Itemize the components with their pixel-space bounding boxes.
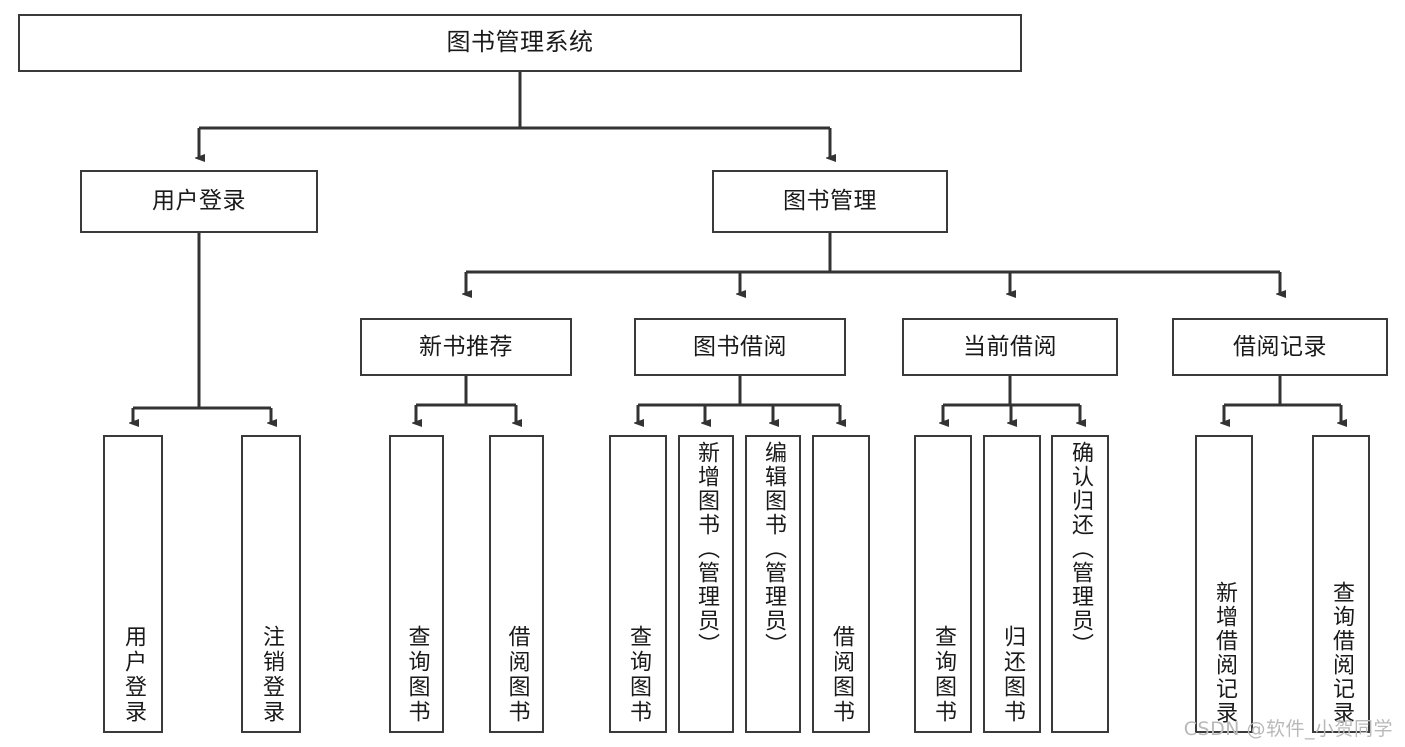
node-label: 确认归还（管理员） — [1068, 441, 1093, 657]
leaf-borrow-query-book[interactable]: 查询图书 — [609, 435, 667, 733]
node-label: 新增图书（管理员） — [694, 441, 719, 657]
node-label: 编辑图书（管理员） — [761, 441, 786, 657]
node-borrow-record[interactable]: 借阅记录 — [1172, 318, 1388, 376]
node-label: 查询借阅记录 — [1329, 581, 1354, 725]
node-label: 借阅图书 — [504, 625, 530, 725]
node-label: 当前借阅 — [963, 333, 1057, 360]
node-label: 用户登录 — [152, 188, 246, 215]
csdn-watermark: CSDN @软件_小贺同学 — [1183, 718, 1393, 740]
leaf-recommend-borrow-book[interactable]: 借阅图书 — [489, 435, 544, 733]
node-new-book-recommend[interactable]: 新书推荐 — [360, 318, 572, 376]
node-user-login[interactable]: 用户登录 — [80, 170, 318, 233]
leaf-borrow-borrow-book[interactable]: 借阅图书 — [812, 435, 870, 733]
leaf-current-confirm-return-admin[interactable]: 确认归还（管理员） — [1051, 435, 1109, 733]
node-label: 新增借阅记录 — [1212, 581, 1237, 725]
node-label: 图书借阅 — [693, 333, 787, 360]
node-book-borrow[interactable]: 图书借阅 — [634, 318, 846, 376]
leaf-record-query-record[interactable]: 查询借阅记录 — [1312, 435, 1370, 733]
node-label: 借阅图书 — [829, 625, 854, 725]
node-label: 归还图书 — [1000, 625, 1025, 725]
leaf-record-add-record[interactable]: 新增借阅记录 — [1195, 435, 1253, 733]
node-label: 借阅记录 — [1233, 333, 1327, 360]
node-label: 查询图书 — [404, 625, 430, 725]
node-label: 用户登录 — [121, 625, 146, 725]
leaf-current-query-book[interactable]: 查询图书 — [914, 435, 972, 733]
node-label: 新书推荐 — [419, 333, 513, 360]
leaf-recommend-query-book[interactable]: 查询图书 — [389, 435, 444, 733]
node-label: 注销登录 — [259, 625, 284, 725]
node-current-borrow[interactable]: 当前借阅 — [902, 318, 1118, 376]
leaf-current-return-book[interactable]: 归还图书 — [983, 435, 1041, 733]
leaf-borrow-edit-book-admin[interactable]: 编辑图书（管理员） — [745, 435, 801, 733]
node-label: 查询图书 — [931, 625, 956, 725]
node-label: 图书管理系统 — [446, 28, 594, 57]
leaf-user-login-logout[interactable]: 注销登录 — [241, 435, 301, 733]
leaf-borrow-add-book-admin[interactable]: 新增图书（管理员） — [678, 435, 734, 733]
node-book-management[interactable]: 图书管理 — [712, 170, 948, 233]
node-root-book-management-system[interactable]: 图书管理系统 — [18, 14, 1022, 72]
node-label: 查询图书 — [626, 625, 651, 725]
leaf-user-login-login[interactable]: 用户登录 — [103, 435, 163, 733]
node-label: 图书管理 — [783, 188, 877, 215]
